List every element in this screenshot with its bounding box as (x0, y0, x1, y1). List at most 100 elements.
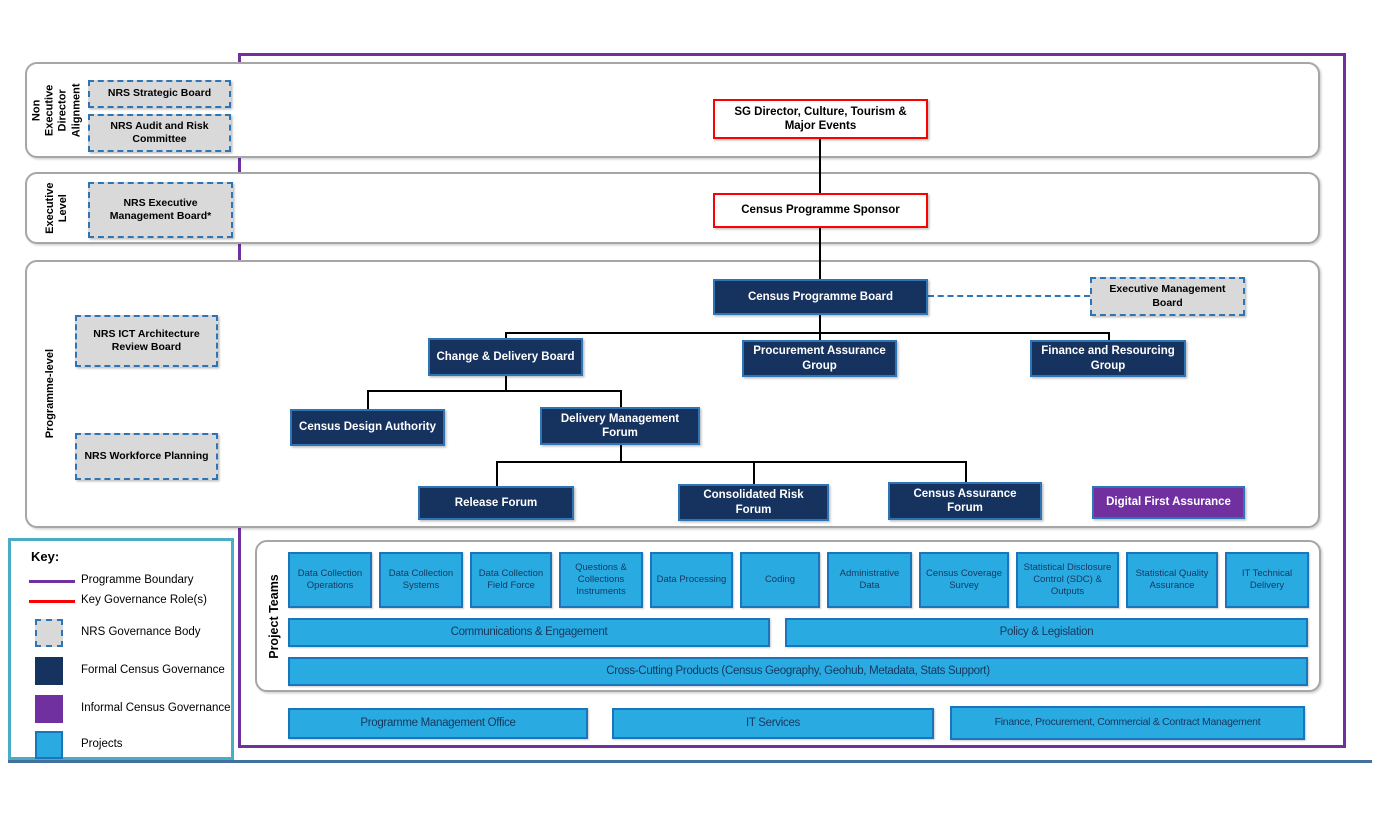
project-label: Communications & Engagement (450, 626, 608, 639)
project-communications-engagement: Communications & Engagement (288, 618, 770, 647)
legend-item-projects: Projects (11, 729, 231, 763)
project-statistical-quality-assurance: Statistical Quality Assurance (1126, 552, 1218, 608)
connector-bus-level2 (367, 390, 622, 392)
project-label: Census Coverage Survey (925, 568, 1003, 591)
census-programme-sponsor-label: Census Programme Sponsor (741, 204, 900, 217)
nrs-audit-risk-committee-label: NRS Audit and Risk Committee (110, 119, 209, 145)
finance-procurement-commercial-box: Finance, Procurement, Commercial & Contr… (950, 706, 1305, 740)
project-data-collection-field-force: Data Collection Field Force (470, 552, 552, 608)
connector-board-down (819, 315, 821, 334)
executive-management-board-box: Executive Management Board (1090, 277, 1245, 316)
section-executive-level (25, 172, 1320, 244)
project-label: Administrative Data (839, 568, 900, 591)
legend-label: Programme Boundary (81, 574, 194, 586)
nrs-ict-architecture-review-board-label: NRS ICT Architecture Review Board (93, 327, 200, 353)
project-census-coverage-survey: Census Coverage Survey (919, 552, 1009, 608)
project-teams-row1: Data Collection Operations Data Collecti… (288, 552, 1309, 608)
legend-label: Informal Census Governance (81, 702, 231, 714)
consolidated-risk-forum-box: Consolidated Risk Forum (678, 484, 829, 521)
support-label: IT Services (745, 717, 800, 730)
census-programme-board-label: Census Programme Board (747, 290, 894, 303)
project-coding: Coding (740, 552, 820, 608)
informal-census-governance-swatch (35, 695, 63, 723)
project-questions-collections-instruments: Questions & Collections Instruments (559, 552, 643, 608)
census-programme-sponsor-box: Census Programme Sponsor (713, 193, 928, 228)
project-statistical-disclosure-control: Statistical Disclosure Control (SDC) & O… (1016, 552, 1119, 608)
project-label: Data Processing (656, 574, 727, 586)
projects-swatch (35, 731, 63, 759)
legend-label: NRS Governance Body (81, 626, 201, 638)
project-data-collection-systems: Data Collection Systems (379, 552, 463, 608)
section-label-project-teams: Project Teams (258, 540, 290, 692)
connector-drop-risk (753, 461, 755, 484)
consolidated-risk-forum-label: Consolidated Risk Forum (703, 489, 804, 516)
section-label-text: Programme-level (44, 349, 57, 439)
section-label-non-executive: Non Executive Director Alignment (28, 62, 86, 158)
nrs-audit-risk-committee-box: NRS Audit and Risk Committee (88, 114, 231, 152)
nrs-executive-management-board-box: NRS Executive Management Board* (88, 182, 233, 238)
project-label: Data Collection Operations (297, 568, 363, 591)
legend-label: Formal Census Governance (81, 664, 225, 676)
delivery-management-forum-label: Delivery Management Forum (560, 412, 680, 439)
digital-first-assurance-label: Digital First Assurance (1106, 496, 1231, 509)
sg-director-label: SG Director, Culture, Tourism & Major Ev… (734, 105, 907, 132)
project-label: Data Collection Field Force (478, 568, 544, 591)
connector-drop-assurance (965, 461, 967, 482)
release-forum-label: Release Forum (454, 496, 538, 509)
project-label: IT Technical Delivery (1241, 568, 1293, 591)
executive-management-board-label: Executive Management Board (1109, 283, 1226, 309)
project-label: Statistical Disclosure Control (SDC) & O… (1023, 562, 1112, 597)
connector-drop-release (496, 461, 498, 486)
project-policy-legislation: Policy & Legislation (785, 618, 1308, 647)
section-label-text: Executive Level (43, 182, 69, 234)
change-delivery-board-label: Change & Delivery Board (436, 350, 575, 363)
legend-label: Projects (81, 738, 123, 750)
support-label: Programme Management Office (360, 717, 516, 730)
key-governance-role-swatch (29, 600, 75, 603)
legend-item-formal-census-governance: Formal Census Governance (11, 655, 231, 689)
legend-key-box: Key: Programme Boundary Key Governance R… (8, 538, 234, 760)
nrs-workforce-planning-label: NRS Workforce Planning (84, 449, 209, 462)
procurement-assurance-group-label: Procurement Assurance Group (753, 345, 886, 372)
finance-resourcing-group-box: Finance and Resourcing Group (1030, 340, 1186, 377)
legend-title: Key: (31, 549, 60, 564)
connector-cdb-down (505, 376, 507, 392)
nrs-workforce-planning-box: NRS Workforce Planning (75, 433, 218, 480)
census-assurance-forum-label: Census Assurance Forum (913, 487, 1017, 514)
project-data-collection-operations: Data Collection Operations (288, 552, 372, 608)
connector-drop-pag (819, 332, 821, 342)
finance-resourcing-group-label: Finance and Resourcing Group (1041, 345, 1175, 372)
project-label: Questions & Collections Instruments (575, 562, 627, 597)
project-label: Statistical Quality Assurance (1135, 568, 1209, 591)
connector-drop-frg (1108, 332, 1110, 342)
census-assurance-forum-box: Census Assurance Forum (888, 482, 1042, 520)
section-label-programme-level: Programme-level (28, 260, 74, 528)
connector-bus-level3 (496, 461, 967, 463)
legend-item-programme-boundary: Programme Boundary (11, 573, 231, 589)
connector-bus-level1 (505, 332, 1110, 334)
project-data-processing: Data Processing (650, 552, 733, 608)
nrs-strategic-board-label: NRS Strategic Board (107, 87, 212, 100)
section-label-text: Non Executive Director Alignment (30, 83, 83, 137)
procurement-assurance-group-box: Procurement Assurance Group (742, 340, 897, 377)
project-label: Policy & Legislation (999, 626, 1094, 639)
digital-first-assurance-box: Digital First Assurance (1092, 486, 1245, 519)
connector-drop-dmf (620, 390, 622, 407)
project-label: Data Collection Systems (388, 568, 454, 591)
connector-director-to-sponsor (819, 139, 821, 193)
it-services-box: IT Services (612, 708, 934, 739)
sg-director-box: SG Director, Culture, Tourism & Major Ev… (713, 99, 928, 139)
nrs-ict-architecture-review-board-box: NRS ICT Architecture Review Board (75, 315, 218, 367)
release-forum-box: Release Forum (418, 486, 574, 520)
connector-board-to-emb-dashed (928, 295, 1090, 297)
section-label-text: Project Teams (266, 573, 281, 659)
connector-dmf-down (620, 445, 622, 463)
nrs-strategic-board-box: NRS Strategic Board (88, 80, 231, 108)
nrs-executive-management-board-label: NRS Executive Management Board* (109, 196, 212, 222)
legend-item-informal-census-governance: Informal Census Governance (11, 693, 231, 727)
census-design-authority-label: Census Design Authority (299, 421, 436, 434)
legend-item-nrs-governance-body: NRS Governance Body (11, 617, 231, 651)
connector-drop-cdb (505, 332, 507, 340)
support-label: Finance, Procurement, Commercial & Contr… (994, 716, 1261, 729)
